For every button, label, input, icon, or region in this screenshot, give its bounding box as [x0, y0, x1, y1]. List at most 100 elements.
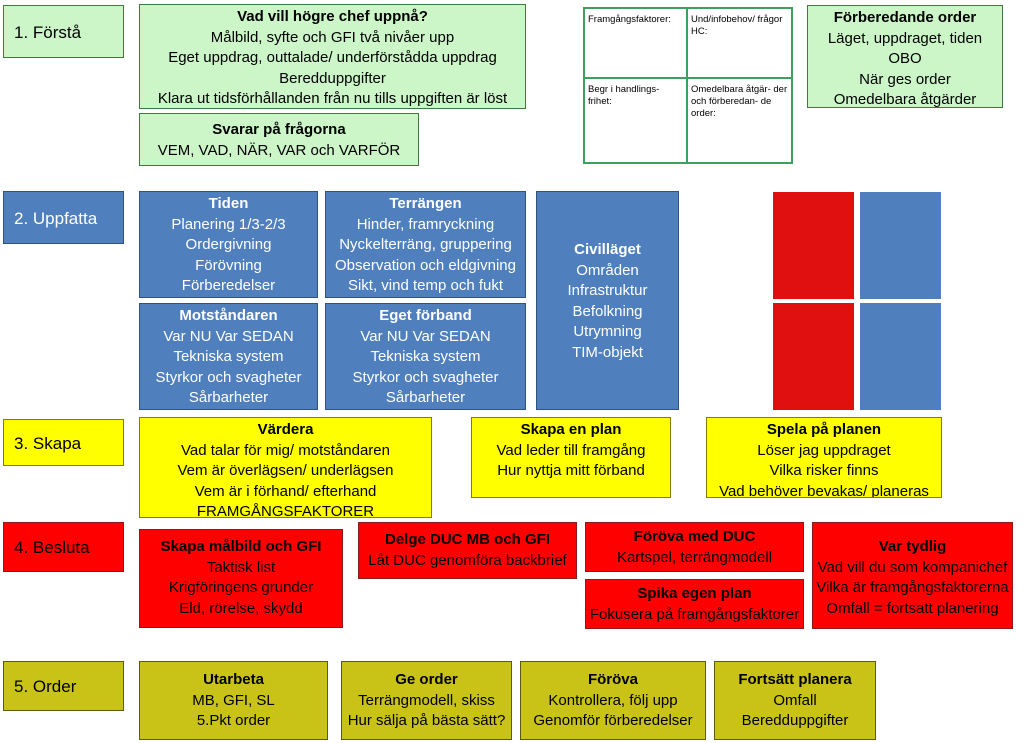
row-label-forsta: 1. Förstå: [3, 5, 124, 58]
row-label-text: 1. Förstå: [14, 22, 82, 42]
box-line: Vad behöver bevakas/ planeras: [719, 482, 929, 498]
box-line: Styrkor och svagheter: [155, 368, 302, 386]
box-title: Föröva: [587, 671, 638, 688]
box-line: Omfall: [773, 691, 817, 709]
box-title: Förberedande order: [833, 9, 977, 26]
box-line: OBO: [888, 50, 922, 67]
thumbnail-blue-bottom: [860, 303, 941, 410]
box-line: Infrastruktur: [567, 282, 648, 299]
box-vardera: Värdera Vad talar för mig/ motståndaren …: [139, 417, 432, 518]
row-label-text: 2. Uppfatta: [14, 208, 98, 228]
box-tiden: Tiden Planering 1/3-2/3 Ordergivning För…: [139, 191, 318, 298]
box-forova-duc: Föröva med DUC Kartspel, terrängmodell: [585, 522, 804, 572]
box-line: Omfall = fortsatt planering: [826, 599, 999, 617]
box-line: Eget uppdrag, outtalade/ underförstådda …: [168, 49, 497, 66]
box-line: Utrymning: [573, 323, 642, 340]
box-title: Tiden: [208, 195, 249, 212]
box-line: Kartspel, terrängmodell: [616, 548, 773, 566]
box-line: Hur sälja på bästa sätt?: [347, 712, 506, 729]
box-line: Beredduppgifter: [279, 69, 386, 87]
box-line: VEM, VAD, NÄR, VAR och VARFÖR: [157, 141, 401, 159]
row-label-text: 4. Besluta: [14, 538, 90, 557]
box-line: Fokusera på framgångsfaktorer: [589, 605, 800, 623]
box-title: Eget förband: [379, 307, 472, 324]
box-skapa-plan: Skapa en plan Vad leder till framgång Hu…: [471, 417, 671, 498]
box-line: Sårbarheter: [385, 389, 466, 406]
box-title: Vad vill högre chef uppnå?: [237, 8, 428, 25]
box-delge: Delge DUC MB och GFI Låt DUC genomföra b…: [358, 522, 577, 579]
box-line: Kontrollera, följ upp: [548, 691, 678, 709]
box-line: Taktisk list: [206, 558, 276, 576]
box-line: Förövning: [195, 256, 262, 274]
box-line: Vad vill du som kompanichef: [817, 558, 1008, 576]
box-line: Eld, rörelse, skydd: [179, 599, 303, 617]
box-line: Krigföringens grunder: [168, 579, 314, 596]
thumbnail-blue-top: [860, 192, 941, 299]
box-malbild: Skapa målbild och GFI Taktisk list Krigf…: [139, 529, 343, 628]
box-line: TIM-objekt: [572, 343, 643, 361]
row-label-text: 5. Order: [14, 677, 77, 696]
box-var-tydlig: Var tydlig Vad vill du som kompanichef V…: [812, 522, 1013, 629]
box-line: Nyckelterräng, gruppering: [339, 236, 512, 253]
box-title: Ge order: [395, 671, 458, 688]
box-utarbeta: Utarbeta MB, GFI, SL 5.Pkt order: [139, 661, 328, 740]
box-title: Fortsätt planera: [738, 671, 852, 688]
box-eget-forband: Eget förband Var NU Var SEDAN Tekniska s…: [325, 303, 526, 410]
box-line: Terrängmodell, skiss: [358, 691, 495, 709]
box-line: Var NU Var SEDAN: [163, 327, 294, 345]
box-line: Områden: [576, 261, 639, 279]
box-line: Befolkning: [572, 302, 643, 320]
matrix-cell: Begr i handlings- frihet:: [585, 79, 688, 162]
box-title: Svarar på frågorna: [212, 121, 346, 138]
box-line: Sikt, vind temp och fukt: [347, 277, 504, 294]
box-line: Styrkor och svagheter: [352, 368, 499, 386]
box-line: Målbild, syfte och GFI två nivåer upp: [210, 28, 455, 46]
box-line: Tekniska system: [173, 348, 284, 365]
box-title: Var tydlig: [878, 538, 947, 555]
box-title: Civilläget: [574, 241, 641, 258]
box-title: Motståndaren: [179, 307, 278, 324]
box-title: Delge DUC MB och GFI: [384, 531, 550, 548]
box-line: Vad talar för mig/ motståndaren: [181, 441, 390, 459]
box-fortsatt: Fortsätt planera Omfall Beredduppgifter: [714, 661, 876, 740]
box-title: Terrängen: [389, 195, 462, 212]
box-line: Hinder, framryckning: [356, 215, 495, 233]
thumbnail-red-top: [773, 192, 854, 299]
box-spika: Spika egen plan Fokusera på framgångsfak…: [585, 579, 804, 629]
box-line: Vem är överlägsen/ underlägsen: [177, 462, 394, 479]
row-label-skapa: 3. Skapa: [3, 419, 124, 466]
box-line: Sårbarheter: [188, 389, 269, 406]
box-line: Vem är i förhand/ efterhand: [194, 482, 377, 500]
row-label-order: 5. Order: [3, 661, 124, 711]
box-hogre-chef: Vad vill högre chef uppnå? Målbild, syft…: [139, 4, 526, 109]
box-line: Klara ut tidsförhållanden från nu tills …: [157, 90, 508, 107]
box-line: 5.Pkt order: [196, 712, 271, 729]
box-motstandaren: Motståndaren Var NU Var SEDAN Tekniska s…: [139, 303, 318, 410]
box-line: Förberedelser: [181, 277, 276, 294]
box-line: Vad leder till framgång: [496, 441, 646, 459]
thumbnail-red-bottom: [773, 303, 854, 410]
box-line: Tekniska system: [370, 348, 481, 365]
box-line: Omedelbara åtgärder: [833, 91, 977, 108]
box-line: Vilka är framgångsfaktorerna: [816, 579, 1009, 596]
box-line: Beredduppgifter: [741, 712, 849, 729]
box-line: Ordergivning: [185, 236, 272, 253]
box-line: Läget, uppdraget, tiden: [827, 29, 983, 47]
matrix-cell: Framgångsfaktorer:: [585, 9, 688, 79]
box-line: Låt DUC genomföra backbrief: [368, 551, 567, 569]
box-line: MB, GFI, SL: [192, 691, 275, 709]
box-title: Skapa målbild och GFI: [160, 538, 322, 555]
box-line: Genomför förberedelser: [533, 712, 693, 729]
box-line: Observation och eldgivning: [335, 256, 516, 274]
box-line: Var NU Var SEDAN: [360, 327, 491, 345]
row-label-uppfatta: 2. Uppfatta: [3, 191, 124, 244]
box-title: Värdera: [257, 421, 314, 438]
matrix-cell: Und/infobehov/ frågor HC:: [688, 9, 791, 79]
box-civillaget: Civilläget Områden Infrastruktur Befolkn…: [536, 191, 679, 410]
box-line: När ges order: [859, 70, 951, 88]
box-title: Spela på planen: [766, 421, 882, 438]
matrix-cell: Omedelbara åtgär- der och förberedan- de…: [691, 84, 788, 119]
analysis-matrix: Framgångsfaktorer: Und/infobehov/ frågor…: [583, 7, 793, 164]
box-ge-order: Ge order Terrängmodell, skiss Hur sälja …: [341, 661, 512, 740]
box-title: Spika egen plan: [637, 585, 752, 602]
